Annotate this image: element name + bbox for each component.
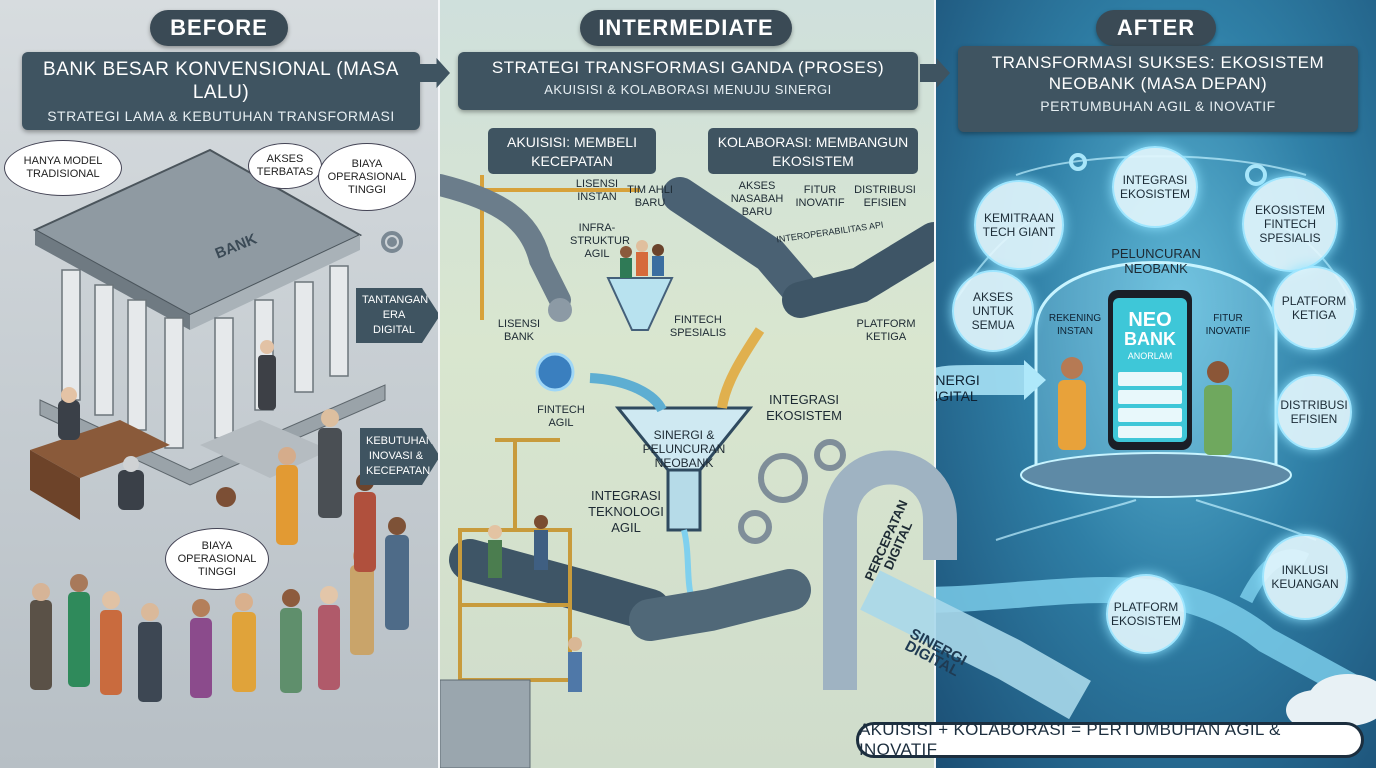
dome-title: PELUNCURAN NEOBANK xyxy=(1111,246,1201,276)
label-innovative-feature: FITUR INOVATIF xyxy=(795,184,845,209)
funnel-label: SINERGI & PELUNCURAN NEOBANK xyxy=(642,428,726,470)
after-title: TRANSFORMASI SUKSES: EKOSISTEM NEOBANK (… xyxy=(991,53,1325,93)
arrow-innovation-need: KEBUTUHAN INOVASI & KECEPATAN xyxy=(360,428,438,485)
after-panel: AFTER TRANSFORMASI SUKSES: EKOSISTEM NEO… xyxy=(936,0,1376,768)
intermediate-title-box: STRATEGI TRANSFORMASI GANDA (PROSES) AKU… xyxy=(458,52,918,110)
label-instant-account: REKENING INSTAN xyxy=(1048,313,1102,337)
before-title: BANK BESAR KONVENSIONAL (MASA LALU) xyxy=(43,59,399,103)
label-ecosystem-integration: INTEGRASI EKOSISTEM xyxy=(766,392,842,423)
label-synergy-arrow: SINERGI DIGITAL xyxy=(936,372,980,404)
label-innovative-feature-after: FITUR INOVATIF xyxy=(1205,313,1251,337)
label-agile-fintech: FINTECH AGIL xyxy=(537,404,585,429)
label-expert-team: TIM AHLI BARU xyxy=(627,184,673,209)
bubble-tech-giant: KEMITRAAN TECH GIANT xyxy=(974,180,1064,270)
bubble-high-cost-top: BIAYA OPERASIONAL TINGGI xyxy=(318,143,416,211)
bubble-limited-access: AKSES TERBATAS xyxy=(248,143,322,189)
before-subtitle: STRATEGI LAMA & KEBUTUHAN TRANSFORMASI xyxy=(47,108,395,124)
bubble-financial-inclusion: INKLUSI KEUANGAN xyxy=(1262,534,1348,620)
after-subtitle: PERTUMBUHAN AGIL & INOVATIF xyxy=(1040,98,1276,114)
divider-left xyxy=(438,0,440,768)
bubble-traditional: HANYA MODEL TRADISIONAL xyxy=(4,140,122,196)
phone-brand-2: BANK xyxy=(1124,329,1176,349)
bank-illustration xyxy=(30,148,409,702)
label-third-platform: PLATFORM KETIGA xyxy=(856,318,916,343)
label-customer-access: AKSES NASABAH BARU xyxy=(730,180,784,218)
label-bank-license: LISENSI BANK xyxy=(497,318,541,343)
before-panel: BEFORE BANK BESAR KONVENSIONAL (MASA LAL… xyxy=(0,0,438,768)
divider-right xyxy=(934,0,936,768)
after-title-box: TRANSFORMASI SUKSES: EKOSISTEM NEOBANK (… xyxy=(958,46,1358,132)
arrow-digital-challenge: TANTANGAN ERA DIGITAL xyxy=(356,288,438,343)
before-title-box: BANK BESAR KONVENSIONAL (MASA LALU) STRA… xyxy=(22,52,420,130)
phone-brand-1: NEO xyxy=(1128,309,1172,331)
phone-brand-3: ANORLAM xyxy=(1127,351,1173,361)
before-badge: BEFORE xyxy=(150,10,288,46)
bubble-third-platform: PLATFORM KETIGA xyxy=(1272,266,1356,350)
label-instant-license: LISENSI INSTAN xyxy=(575,178,619,203)
after-badge: AFTER xyxy=(1096,10,1216,46)
bubble-ecosystem-integration: INTEGRASI EKOSISTEM xyxy=(1112,146,1198,228)
label-efficient-distribution: DISTRIBUSI EFISIEN xyxy=(854,184,916,209)
intermediate-panel: INTERMEDIATE STRATEGI TRANSFORMASI GANDA… xyxy=(440,0,934,768)
bubble-efficient-distribution: DISTRIBUSI EFISIEN xyxy=(1276,374,1352,450)
bubble-fintech-ecosystem: EKOSISTEM FINTECH SPESIALIS xyxy=(1242,176,1338,272)
bubble-high-cost-bottom: BIAYA OPERASIONAL TINGGI xyxy=(165,528,269,590)
acquisition-header: AKUISISI: MEMBELI KECEPATAN xyxy=(488,128,656,174)
label-specialist-fintech: FINTECH SPESIALIS xyxy=(669,314,727,339)
intermediate-badge: INTERMEDIATE xyxy=(580,10,792,46)
bubble-ecosystem-platform: PLATFORM EKOSISTEM xyxy=(1106,574,1186,654)
collaboration-header: KOLABORASI: MEMBANGUN EKOSISTEM xyxy=(708,128,918,174)
label-agile-infra: INFRA-STRUKTUR AGIL xyxy=(570,222,630,260)
footer-equation: AKUISISI + KOLABORASI = PERTUMBUHAN AGIL… xyxy=(856,720,1364,759)
bubble-access-all: AKSES UNTUK SEMUA xyxy=(952,270,1034,352)
intermediate-illustration xyxy=(440,174,934,768)
intermediate-subtitle: AKUISISI & KOLABORASI MENUJU SINERGI xyxy=(544,82,832,97)
label-tech-integration: INTEGRASI TEKNOLOGI AGIL xyxy=(588,488,664,535)
intermediate-title: STRATEGI TRANSFORMASI GANDA (PROSES) xyxy=(491,58,885,77)
